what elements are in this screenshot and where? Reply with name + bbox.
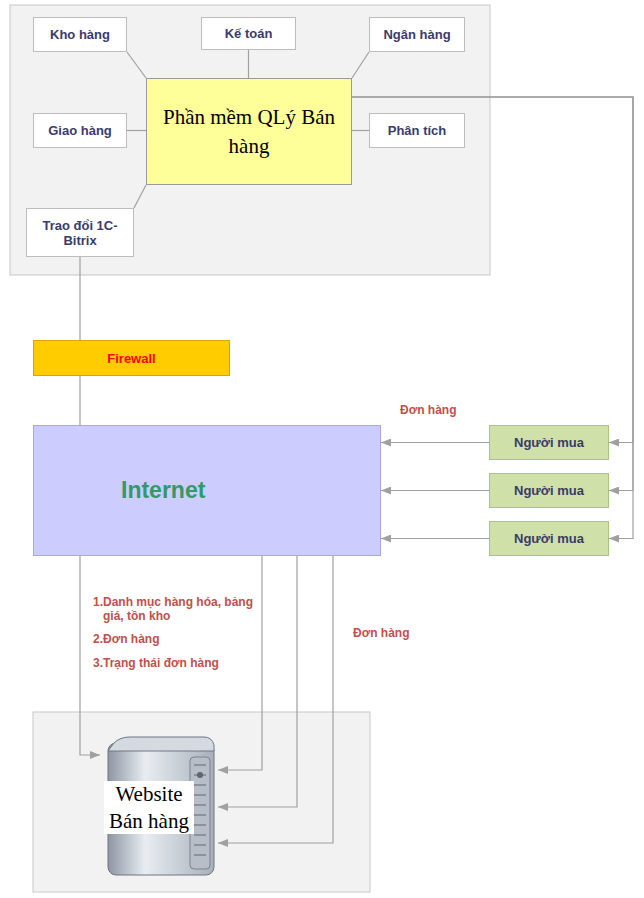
connector bbox=[127, 52, 146, 78]
flow-label: 3.Trạng thái đơn hàng bbox=[93, 656, 273, 670]
connector bbox=[248, 50, 249, 78]
buyer-box: Người mua bbox=[489, 473, 609, 508]
connector bbox=[79, 376, 80, 425]
connector bbox=[352, 130, 369, 131]
flow-label: 2.Đơn hàng bbox=[93, 632, 253, 646]
module-box: Phân tích bbox=[369, 113, 465, 148]
system-panel bbox=[10, 5, 490, 275]
node-text: Người mua bbox=[514, 531, 584, 546]
connector bbox=[381, 442, 489, 443]
connector bbox=[218, 556, 297, 807]
buyer-box: Người mua bbox=[489, 521, 609, 556]
node-text: Người mua bbox=[514, 483, 584, 498]
node-text: Phân tích bbox=[388, 123, 447, 138]
node-text: Kế toán bbox=[225, 26, 273, 41]
node-text: Firewall bbox=[107, 351, 155, 366]
connector bbox=[79, 257, 80, 340]
buyer-box: Người mua bbox=[489, 425, 609, 460]
flow-label: Đơn hàng bbox=[400, 403, 490, 417]
connector bbox=[80, 556, 100, 755]
web-server: Website Bán hàng bbox=[100, 735, 218, 880]
server-panel bbox=[33, 712, 370, 892]
connector bbox=[352, 52, 369, 78]
firewall-bar: Firewall bbox=[33, 340, 230, 376]
connector bbox=[352, 97, 633, 443]
connector bbox=[352, 97, 633, 539]
connector bbox=[352, 97, 633, 491]
node-text: Người mua bbox=[514, 435, 584, 450]
flow-label: 1.Danh mục hàng hóa, bảng giá, tồn kho bbox=[93, 595, 263, 623]
internet-cloud: Internet bbox=[33, 425, 381, 556]
node-text: Phần mềm QLý Bán hàng bbox=[147, 103, 351, 160]
node-text: Internet bbox=[121, 477, 205, 504]
module-box: Kho hàng bbox=[33, 17, 127, 52]
exchange-box: Trao đổi 1C-Bitrix bbox=[26, 208, 134, 257]
node-text: Ngân hàng bbox=[383, 27, 450, 42]
module-box: Giao hàng bbox=[33, 113, 127, 148]
node-text: Website Bán hàng bbox=[104, 781, 194, 834]
connector bbox=[134, 185, 146, 208]
node-text: Kho hàng bbox=[50, 27, 110, 42]
node-text: Trao đổi 1C-Bitrix bbox=[27, 218, 133, 248]
connector bbox=[218, 556, 262, 770]
connector bbox=[381, 490, 489, 491]
connector bbox=[127, 130, 146, 131]
module-box: Kế toán bbox=[201, 17, 296, 50]
flow-label: Đơn hàng bbox=[353, 626, 443, 640]
connector bbox=[381, 538, 489, 539]
module-box: Ngân hàng bbox=[369, 17, 465, 52]
core-software-box: Phần mềm QLý Bán hàng bbox=[146, 78, 352, 185]
node-text: Giao hàng bbox=[48, 123, 112, 138]
